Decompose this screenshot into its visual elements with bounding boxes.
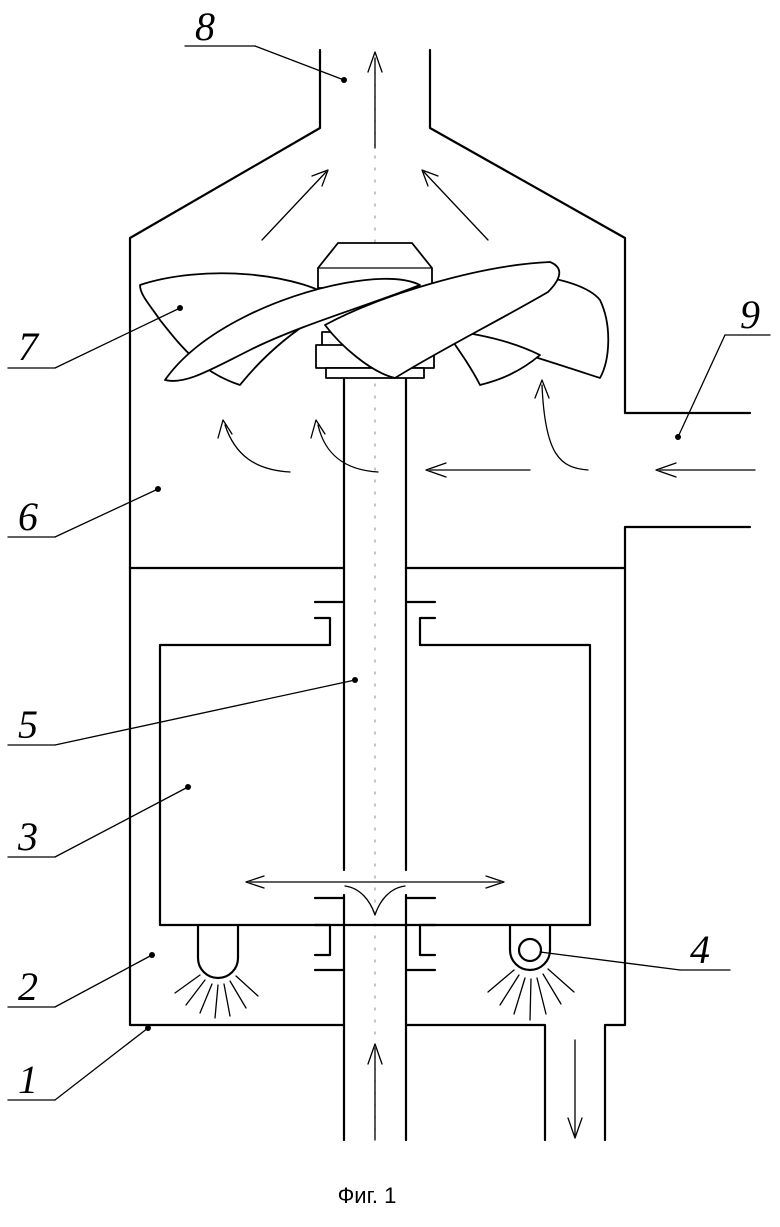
label-4: 4 [690,927,710,972]
label-2: 2 [18,964,38,1009]
right-nozzle [488,925,574,1020]
label-8: 8 [195,4,215,49]
fan-impeller [140,243,608,385]
label-6: 6 [18,494,38,539]
label-7: 7 [18,324,40,369]
label-3: 3 [17,814,38,859]
figure-caption: Фиг. 1 [338,1183,397,1208]
label-9: 9 [740,292,760,337]
label-5: 5 [18,702,38,747]
label-1: 1 [18,1057,38,1102]
flow-arrows [218,52,755,1140]
leader-lines [8,46,770,1100]
hollow-shaft [344,60,406,1140]
left-nozzle [175,925,258,1018]
lower-housing [130,568,545,1140]
